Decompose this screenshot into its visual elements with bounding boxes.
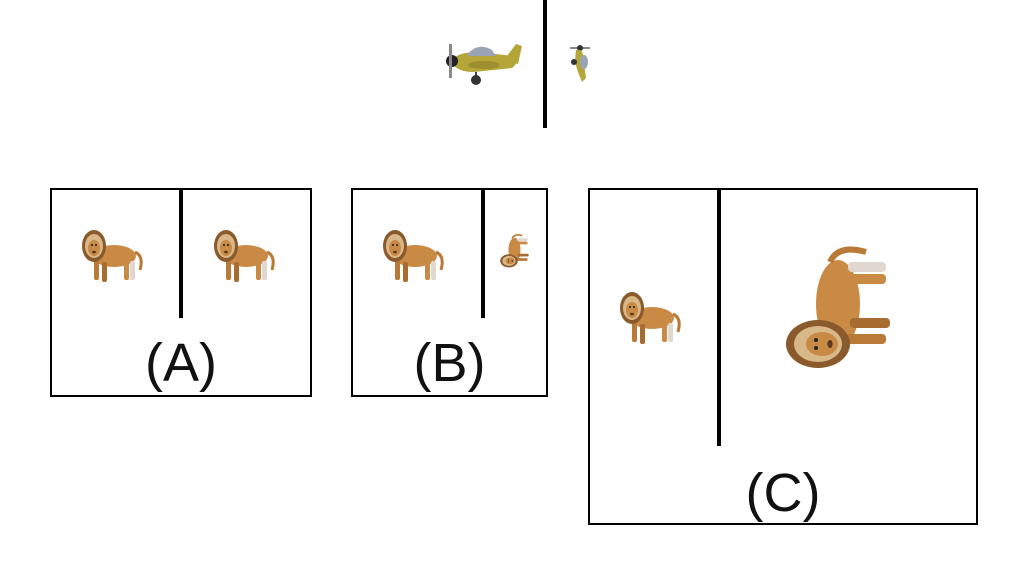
- lion-image: [618, 288, 682, 350]
- airplane-rotated-image: [568, 42, 594, 86]
- option-b-panel[interactable]: (B): [351, 188, 548, 397]
- option-c-panel[interactable]: (C): [588, 188, 978, 525]
- option-c-divider: [717, 190, 721, 446]
- lion-image: [381, 226, 445, 288]
- option-a-divider: [179, 190, 183, 318]
- airplane-image: [438, 38, 530, 88]
- reference-divider: [543, 0, 547, 128]
- reference-pair: [430, 0, 610, 130]
- option-c-label: (C): [745, 463, 821, 523]
- option-a-panel[interactable]: (A): [50, 188, 312, 397]
- lion-image: [80, 226, 144, 288]
- lion-rotated-large-image: [770, 246, 910, 370]
- lion-image: [212, 226, 276, 288]
- lion-rotated-small-image: [497, 234, 533, 268]
- option-a-label: (A): [145, 333, 217, 393]
- option-b-divider: [481, 190, 485, 318]
- option-b-label: (B): [413, 333, 486, 393]
